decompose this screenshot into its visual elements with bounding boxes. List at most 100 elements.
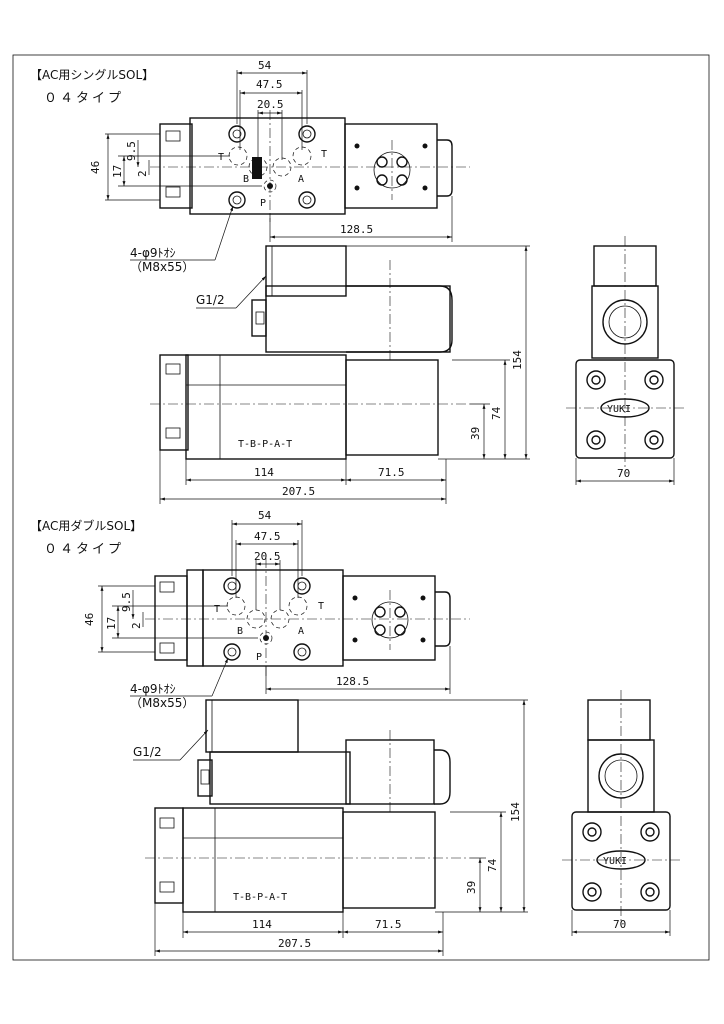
dim-47-5: 47.5 [256, 78, 283, 91]
dim-154: 154 [511, 350, 524, 370]
connector-symbol [371, 601, 409, 639]
port-label-p: P [256, 652, 262, 663]
end-view: YUKI 70 [562, 690, 680, 936]
side-view-dimensions: 154 74 39 114 71.5 207.5 [159, 245, 530, 504]
terminal-box [265, 245, 347, 297]
brand-label: YUKI [607, 404, 631, 415]
section-title: 【AC用シングルSOL】 [30, 68, 154, 82]
port-label-b: B [243, 174, 249, 185]
port-sequence-label: T-B-P-A-T [238, 439, 292, 450]
conduit-fitting [197, 759, 213, 797]
dim-128-5: 128.5 [340, 223, 373, 236]
override-block [154, 807, 184, 904]
end-body [575, 359, 675, 459]
dim-71-5: 71.5 [378, 466, 405, 479]
brand-plate [600, 398, 650, 418]
dim-70: 70 [613, 918, 626, 931]
end-view: YUKI 70 [566, 236, 684, 485]
side-view: T-B-P-A-T [150, 245, 470, 460]
port-t-right [288, 596, 308, 616]
manual-override-block [159, 123, 193, 209]
dim-207-5: 207.5 [282, 485, 315, 498]
brand-label: YUKI [603, 856, 627, 867]
nameplate-mark [165, 130, 181, 142]
dim-46: 46 [89, 161, 102, 174]
top-view: T B A T P [145, 558, 470, 676]
port-label-a: A [298, 174, 304, 185]
dim-17: 17 [105, 617, 118, 630]
dim-17: 17 [111, 165, 124, 178]
section-single-sol: 【AC用シングルSOL】 ０４タイプ [30, 59, 684, 504]
side-view: T-B-P-A-T [145, 699, 470, 913]
bolt-note: 4-φ9ﾄｵｼ [130, 246, 176, 260]
bolt-note: 4-φ9ﾄｵｼ [130, 682, 176, 696]
port-label-p: P [260, 198, 266, 209]
brand-plate [596, 850, 646, 870]
side-view-dimensions: 154 74 39 114 71.5 207.5 [154, 699, 528, 956]
dim-39: 39 [465, 881, 478, 894]
conduit-fitting [251, 299, 267, 337]
solenoid-housing [342, 575, 436, 661]
top-view-dimensions: 54 47.5 20.5 46 17 9.5 2 128.5 [89, 59, 453, 242]
connector-symbol [373, 151, 411, 189]
solenoid-lower [342, 811, 436, 909]
top-view-dimensions: 54 47.5 20.5 46 17 9.5 2 128.5 [83, 509, 451, 694]
leader-notes: 4-φ9ﾄｵｼ （M8x55） G1/2 [130, 205, 267, 309]
mounting-bolt-hole [298, 191, 316, 209]
bolt-spec: （M8x55） [130, 696, 194, 710]
end-terminal-box [587, 699, 651, 741]
nameplate-mark [165, 186, 181, 198]
dim-54: 54 [258, 59, 272, 72]
dim-114: 114 [252, 918, 272, 931]
solenoid-body-left [209, 751, 351, 805]
override-block [159, 354, 189, 451]
port-sequence-label: T-B-P-A-T [233, 892, 287, 903]
leader-notes: 4-φ9ﾄｵｼ （M8x55） G1/2 [130, 657, 229, 761]
section-title: 【AC用ダブルSOL】 [30, 518, 142, 533]
port-label-b: B [237, 626, 243, 637]
port-label-a: A [298, 626, 304, 637]
mounting-bolt-hole [228, 125, 246, 143]
locating-pin [252, 157, 262, 179]
dim-74: 74 [490, 406, 503, 420]
port-t-left [228, 146, 248, 166]
dim-9-5: 9.5 [125, 141, 138, 161]
valve-body [189, 117, 346, 215]
dim-70: 70 [617, 467, 630, 480]
terminal-box [205, 699, 299, 753]
dim-9-5: 9.5 [120, 592, 133, 612]
section-double-sol: 【AC用ダブルSOL】 ０４タイプ [30, 509, 680, 956]
dim-20-5: 20.5 [254, 550, 281, 563]
port-t-left [226, 596, 246, 616]
dim-74: 74 [486, 858, 499, 872]
solenoid-cap [437, 139, 453, 197]
dim-128-5: 128.5 [336, 675, 369, 688]
dim-2: 2 [130, 622, 143, 629]
solenoid-housing [344, 123, 438, 209]
conduit-note: G1/2 [196, 293, 225, 307]
port-label-t: T [318, 601, 324, 612]
end-body [571, 811, 671, 911]
dim-207-5: 207.5 [278, 937, 311, 950]
conduit-note: G1/2 [133, 745, 162, 759]
dim-39: 39 [469, 427, 482, 440]
dim-20-5: 20.5 [257, 98, 284, 111]
top-view: T B A T P [150, 110, 470, 222]
solenoid-housing-left [186, 569, 204, 667]
solenoid-cap [435, 591, 451, 647]
section-subtitle: ０４タイプ [44, 91, 124, 106]
dim-47-5: 47.5 [254, 530, 281, 543]
dim-2: 2 [136, 170, 149, 177]
mounting-bolt-hole [228, 191, 246, 209]
port-label-t: T [321, 149, 327, 160]
mounting-bolt-hole [298, 125, 316, 143]
dim-71-5: 71.5 [375, 918, 402, 931]
section-subtitle: ０４タイプ [44, 542, 124, 557]
port-label-t: T [214, 604, 220, 615]
sheet-frame [12, 54, 710, 961]
dim-46: 46 [83, 613, 96, 626]
solenoid-lower [345, 359, 439, 456]
dim-154: 154 [509, 802, 522, 822]
